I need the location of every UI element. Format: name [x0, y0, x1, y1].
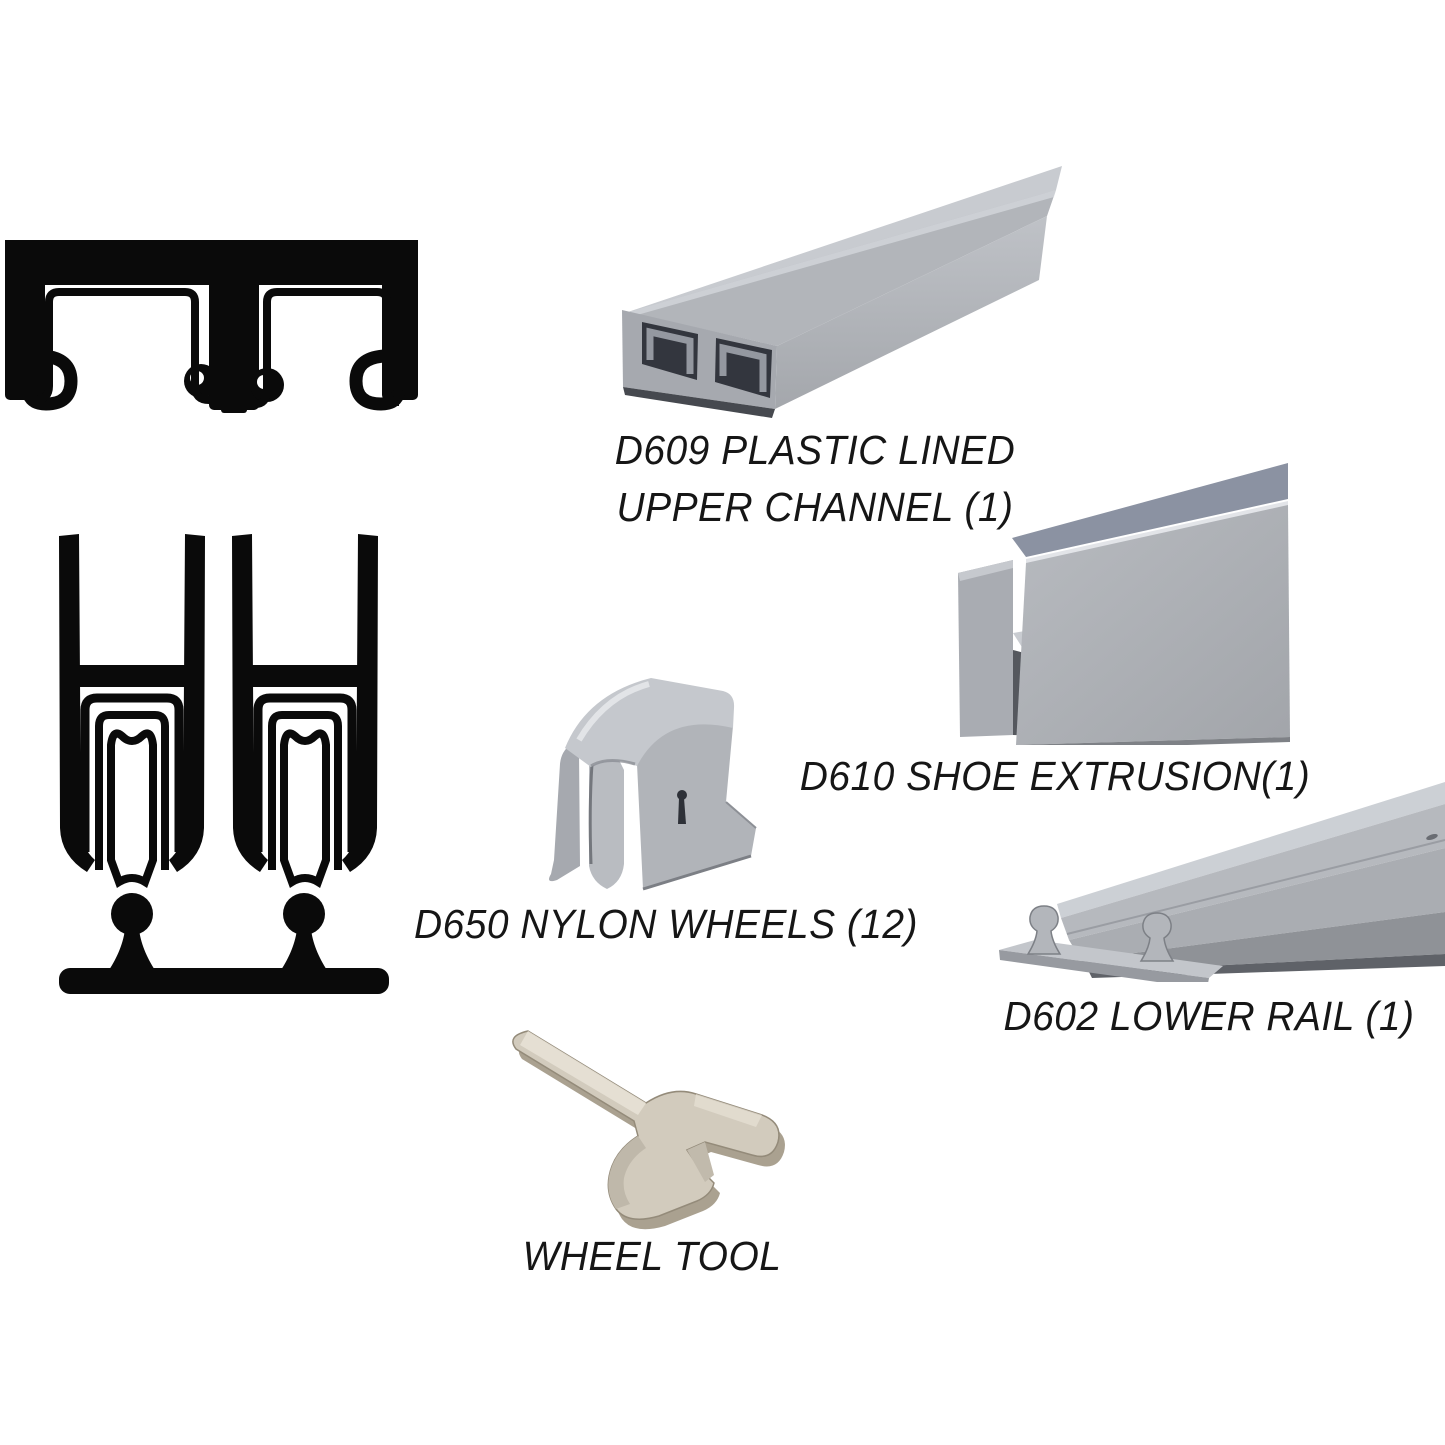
d609-label-line2: UPPER CHANNEL (1) — [616, 484, 1014, 530]
lower-rail-render — [999, 782, 1445, 982]
shoe-extrusion-render — [958, 463, 1290, 745]
d609-label-line1: D609 PLASTIC LINED — [614, 427, 1016, 473]
upper-channel-extrusion-render — [622, 166, 1062, 418]
d610-label: D610 SHOE EXTRUSION(1) — [799, 753, 1311, 799]
d650-label: D650 NYLON WHEELS (12) — [414, 901, 918, 947]
d609-label: D609 PLASTIC LINED UPPER CHANNEL (1) — [615, 422, 1015, 536]
d602-label: D602 LOWER RAIL (1) — [1003, 993, 1415, 1039]
rollers-in-rail-cross-section-drawing — [45, 530, 389, 994]
nylon-wheel-render — [549, 678, 757, 891]
wheel-tool-render — [512, 1030, 785, 1230]
upper-channel-cross-section-drawing — [5, 240, 418, 413]
wheel-tool-label: WHEEL TOOL — [522, 1233, 782, 1279]
